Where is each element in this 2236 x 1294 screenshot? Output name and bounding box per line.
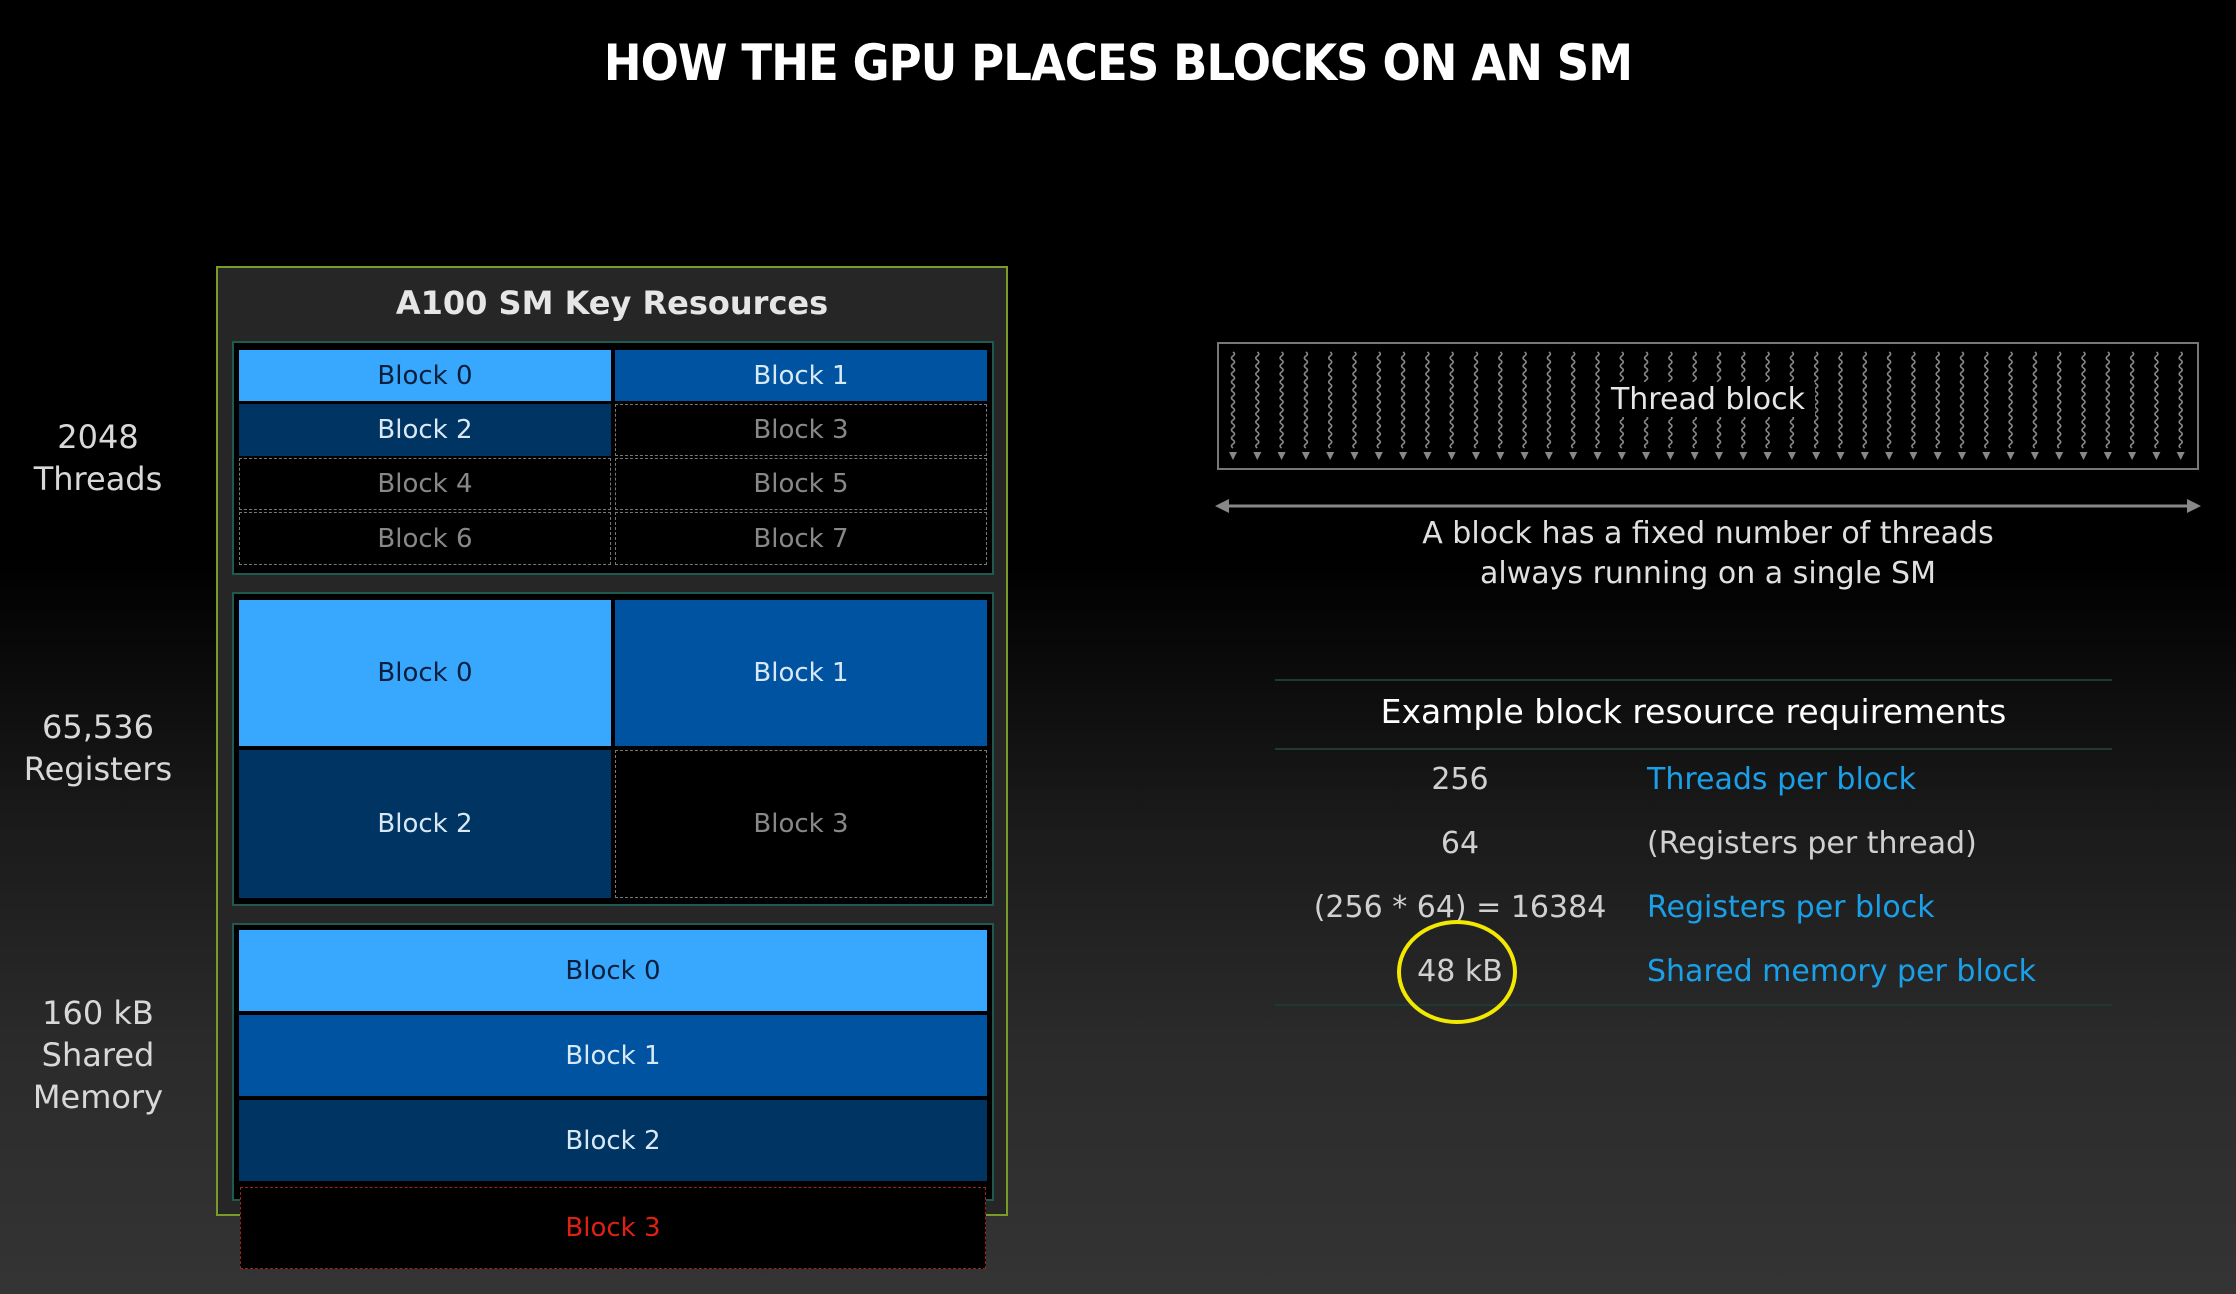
shared-slot-block-0: Block 0: [239, 930, 987, 1011]
double-arrow-icon: [1215, 499, 2201, 513]
register-slot-block-0: Block 0: [239, 600, 611, 746]
register-slot-block-1: Block 1: [615, 600, 987, 746]
req-regs-per-block-value: (256 * 64) = 16384: [1313, 890, 1607, 925]
registers-capacity-label: 65,536 Registers: [0, 706, 196, 790]
thread-slot-block-4: Block 4: [239, 458, 611, 510]
registers-unit: Registers: [23, 750, 173, 788]
thread-slot-block-3: Block 3: [615, 404, 987, 456]
table-top-rule: [1275, 679, 2112, 681]
threads-unit: Threads: [33, 460, 163, 498]
req-regs-per-thread-label: (Registers per thread): [1647, 826, 1977, 861]
thread-slot-block-2: Block 2: [239, 404, 611, 456]
req-threads-label: Threads per block: [1647, 762, 1917, 797]
shared-memory-unit-2: Memory: [32, 1078, 164, 1116]
shared-memory-capacity-label: 160 kB Shared Memory: [0, 992, 196, 1118]
shared-memory-unit-1: Shared: [41, 1036, 155, 1074]
caption-line-1: A block has a fixed number of threads: [1422, 516, 1994, 551]
register-slot-block-2: Block 2: [239, 750, 611, 898]
req-threads-value: 256: [1431, 762, 1489, 797]
threads-count: 2048: [57, 418, 139, 456]
highlight-circle-icon: [1397, 920, 1517, 1024]
req-shared-memory-label: Shared memory per block: [1647, 954, 2037, 989]
registers-count: 65,536: [42, 708, 154, 746]
table-bottom-rule: [1275, 1004, 2112, 1006]
req-regs-per-thread-value: 64: [1440, 826, 1480, 861]
threads-capacity-label: 2048 Threads: [0, 416, 196, 500]
shared-slot-block-2: Block 2: [239, 1100, 987, 1181]
thread-slot-block-6: Block 6: [239, 512, 611, 565]
caption-line-2: always running on a single SM: [1480, 556, 1936, 591]
thread-slot-block-7: Block 7: [615, 512, 987, 565]
register-slot-block-3: Block 3: [615, 750, 987, 898]
requirements-heading: Example block resource requirements: [1380, 692, 2007, 731]
thread-block-label-text: Thread block: [1600, 382, 1816, 417]
table-header-rule: [1275, 748, 2112, 750]
thread-slot-block-1: Block 1: [615, 350, 987, 401]
thread-block-label: Thread block: [1217, 382, 2199, 417]
thread-block-caption: A block has a fixed number of threads al…: [1217, 514, 2199, 594]
thread-slot-block-5: Block 5: [615, 458, 987, 510]
thread-slot-block-0: Block 0: [239, 350, 611, 401]
shared-slot-block-3-overflow: Block 3: [240, 1187, 986, 1269]
req-shared-memory-value: 48 kB: [1417, 954, 1503, 989]
slide-title: HOW THE GPU PLACES BLOCKS ON AN SM: [603, 34, 1633, 92]
req-regs-per-block-label: Registers per block: [1647, 890, 1935, 925]
shared-memory-size: 160 kB: [42, 994, 154, 1032]
shared-slot-block-1: Block 1: [239, 1015, 987, 1096]
sm-title: A100 SM Key Resources: [395, 284, 829, 322]
